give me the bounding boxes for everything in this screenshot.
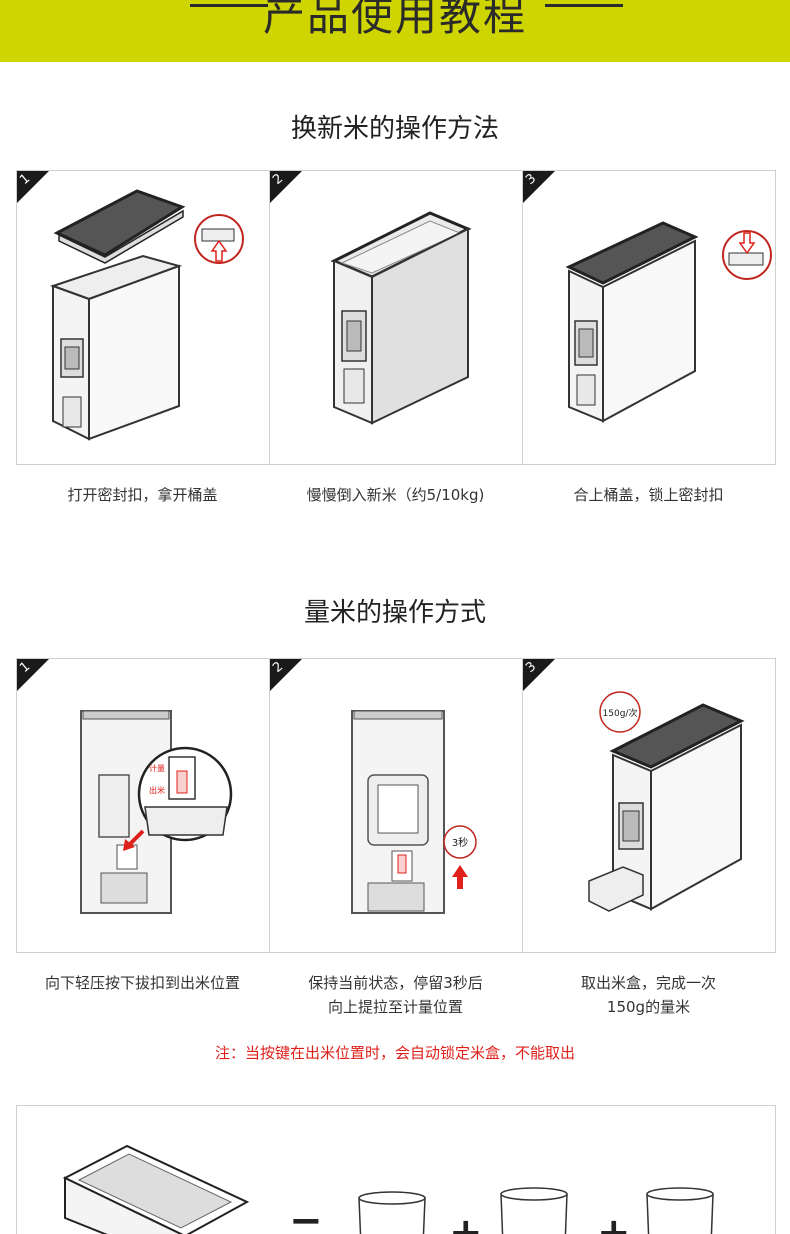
step-1-badge (17, 171, 49, 203)
refill-step-3-panel: 3 (523, 171, 775, 464)
refill-step-2-caption: 慢慢倒入新米（约5/10kg) (306, 486, 485, 504)
portion-badge-label: 150g/次 (603, 707, 638, 719)
step-2-badge (270, 659, 302, 691)
hold-and-lift-illustration: 3秒 (351, 710, 477, 914)
open-lid-illustration (49, 189, 244, 441)
pour-rice-illustration (330, 211, 472, 425)
close-lid-illustration (565, 221, 772, 423)
refill-step-2-panel: 2 (270, 171, 523, 464)
timer-label: 3秒 (452, 836, 468, 849)
banner-left-rule (190, 4, 268, 7)
plus-sign-1: + (449, 1210, 483, 1234)
measure-step-1-caption: 向下轻压按下拔扣到出米位置 (44, 974, 240, 992)
plus-sign-2: + (597, 1210, 631, 1234)
step-3-badge (523, 659, 555, 691)
lock-warning-note: 注：当按键在出米位置时，会自动锁定米盒，不能取出 (214, 1044, 575, 1062)
portion-equation-panel: − + + (16, 1105, 776, 1234)
callout-dispense-label: 出米 (149, 785, 165, 795)
press-button-illustration: 计量 出米 (80, 710, 233, 914)
measure-step-3-caption-line-1: 取出米盒，完成一次 (580, 974, 716, 992)
remove-rice-box-illustration: 150g/次 (588, 691, 745, 912)
step-1-badge (17, 659, 49, 691)
section-title-measure: 量米的操作方式 (303, 598, 486, 628)
step-2-badge (270, 171, 302, 203)
callout-measure-label: 计量 (149, 763, 165, 773)
banner-right-rule (545, 4, 623, 7)
measure-step-3-panel: 150g/次 3 (523, 659, 775, 952)
measure-step-2-caption-line-1: 保持当前状态，停留3秒后 (308, 974, 483, 992)
section-title-refill: 换新米的操作方法 (290, 114, 499, 144)
step-3-badge (523, 171, 555, 203)
minus-sign: − (289, 1198, 323, 1234)
refill-step-3-caption: 合上桶盖，锁上密封扣 (573, 486, 724, 504)
refill-steps-row: 1 2 3 (16, 170, 776, 465)
banner-title: 产品使用教程 (262, 0, 527, 40)
measure-step-2-panel: 3秒 2 (270, 659, 523, 952)
refill-step-1-caption: 打开密封扣，拿开桶盖 (67, 486, 218, 504)
refill-step-1-panel: 1 (17, 171, 270, 464)
measure-steps-row: 计量 出米 1 3秒 2 150g/次 (16, 658, 776, 953)
measure-step-3-caption-line-2: 150g的量米 (606, 998, 691, 1016)
measure-step-2-caption-line-2: 向上提拉至计量位置 (327, 998, 463, 1016)
measure-step-1-panel: 计量 出米 1 (17, 659, 270, 952)
portion-equation-illustration: − + + (62, 1144, 714, 1234)
header-banner: 产品使用教程 (0, 0, 790, 62)
